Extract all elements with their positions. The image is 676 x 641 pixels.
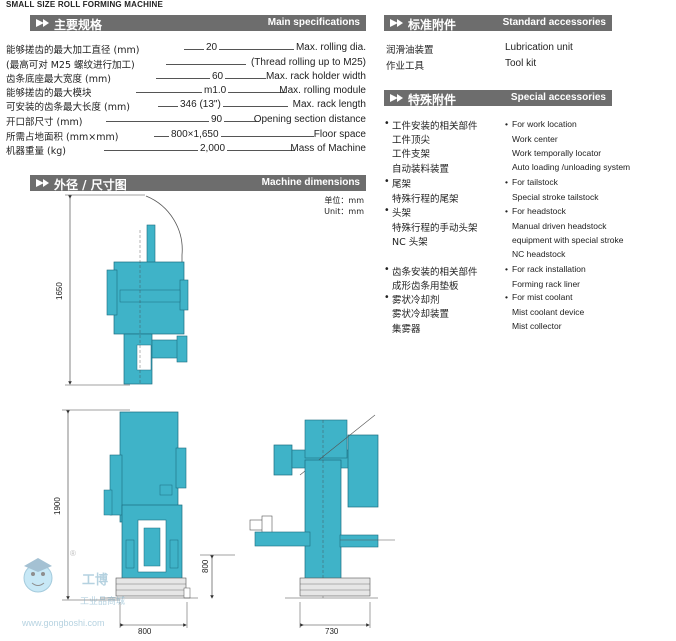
- dim-730: 730: [325, 627, 339, 636]
- spec-row: 开口部尺寸 (mm) 90 Opening section distance: [6, 114, 366, 128]
- bullet-icon: •: [384, 292, 390, 303]
- dim-800-width: 800: [138, 627, 152, 636]
- watermark-brand: 工博: [82, 572, 108, 588]
- main-specs-header: 主要规格 Main specifications: [30, 15, 366, 32]
- chevron-right-icon: [36, 19, 44, 27]
- unit-label-en: Unit：mm: [324, 207, 364, 216]
- bullet-icon: •: [505, 119, 508, 129]
- main-specs-title-zh: 主要规格: [54, 18, 103, 32]
- spec-row: 能够搓齿的最大模块 m1.0 Max. rolling module: [6, 85, 366, 99]
- front-view-drawing: 1900 800 800: [53, 409, 235, 636]
- chevron-right-icon: [397, 19, 403, 27]
- top-view-drawing: 1650: [55, 194, 189, 386]
- dim-800-height: 800: [201, 559, 210, 573]
- unit-label-zh: 单位：mm: [324, 196, 364, 205]
- standard-accessories-header: 标准附件 Standard accessories: [384, 15, 612, 32]
- chevron-right-icon: [43, 179, 49, 187]
- accessory-item: Lubrication unit: [505, 42, 573, 53]
- main-specs-title-en: Main specifications: [267, 17, 360, 28]
- bullet-icon: •: [384, 118, 390, 129]
- side-view-drawing: 730: [249, 414, 395, 636]
- dim-1650: 1650: [55, 282, 64, 300]
- machine-dimensions-header: 外径 / 尺寸图 Machine dimensions: [30, 175, 366, 192]
- page-title: SMALL SIZE ROLL FORMING MACHINE: [6, 0, 164, 9]
- spec-row: 齿条底座最大宽度 (mm) 60 Max. rack holder width: [6, 71, 366, 85]
- bullet-icon: •: [384, 264, 390, 275]
- accessory-item: 润滑油装置: [386, 45, 434, 56]
- registered-mark: ®: [70, 549, 76, 558]
- watermark-url: www.gongboshi.com: [21, 618, 105, 628]
- spec-row: 所需占地面积 (mm×mm) 800×1,650 Floor space: [6, 129, 366, 143]
- chevron-right-icon: [390, 19, 398, 27]
- spec-row: 机器重量 (kg) 2,000 Mass of Machine: [6, 143, 366, 157]
- watermark: ® 工博 工业品商城 www.gongboshi.com: [21, 549, 125, 628]
- bullet-icon: •: [384, 205, 390, 216]
- bullet-icon: •: [505, 264, 508, 274]
- chevron-right-icon: [390, 94, 398, 102]
- accessory-item: 作业工具: [386, 61, 425, 72]
- chevron-right-icon: [43, 19, 49, 27]
- watermark-subtitle: 工业品商城: [80, 595, 125, 607]
- bullet-icon: •: [505, 206, 508, 216]
- chevron-right-icon: [397, 94, 403, 102]
- special-accessories-header: 特殊附件 Special accessories: [384, 90, 612, 107]
- spec-row: (最高可对 M25 螺纹进行加工) (Thread rolling up to …: [6, 57, 366, 71]
- spec-row: 能够搓齿的最大加工直径 (mm) 20 Max. rolling dia.: [6, 42, 366, 56]
- bullet-icon: •: [505, 177, 508, 187]
- dim-1900: 1900: [53, 497, 62, 515]
- spec-row: 可安装的齿条最大长度 (mm) 346 (13") Max. rack leng…: [6, 99, 366, 113]
- accessory-item: Tool kit: [505, 58, 537, 69]
- chevron-right-icon: [36, 179, 44, 187]
- bullet-icon: •: [505, 292, 508, 302]
- bullet-icon: •: [384, 176, 390, 187]
